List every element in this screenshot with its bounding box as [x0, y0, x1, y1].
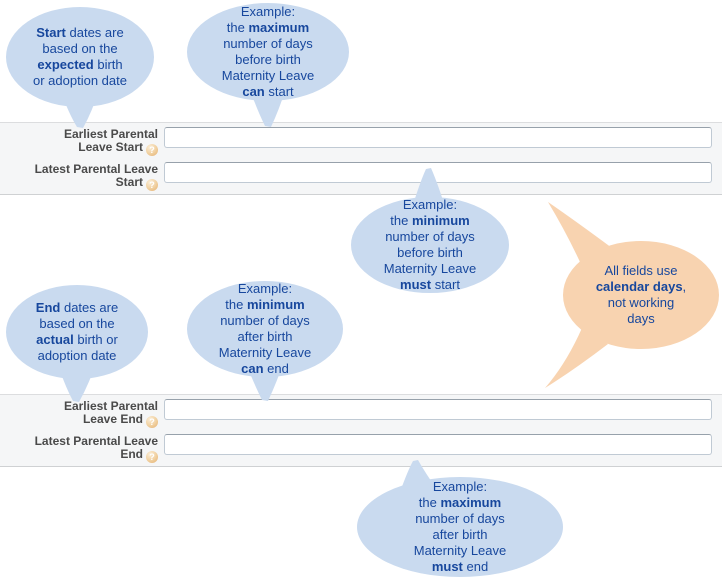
- speech-bubble-shape: [6, 7, 154, 128]
- label-line: Latest Parental Leave: [34, 162, 158, 176]
- label-line: End: [120, 447, 143, 461]
- speech-bubble-shape: [351, 168, 509, 293]
- parental-leave-start-section: Earliest Parental Leave Start? Latest Pa…: [0, 122, 722, 195]
- help-icon[interactable]: ?: [146, 179, 158, 191]
- label-line: Earliest Parental: [63, 127, 158, 141]
- help-icon[interactable]: ?: [146, 416, 158, 428]
- label-line: Leave Start: [78, 140, 143, 154]
- label-line: Start: [115, 175, 143, 189]
- speech-bubble-shape: [187, 281, 343, 401]
- earliest-parental-leave-start-input[interactable]: [164, 127, 712, 148]
- speech-bubble-shape: [357, 460, 563, 577]
- earliest-parental-leave-end-label: Earliest Parental Leave End?: [0, 400, 158, 428]
- help-icon[interactable]: ?: [146, 451, 158, 463]
- label-line: Latest Parental Leave: [34, 434, 158, 448]
- speech-bubble-shape: [6, 285, 148, 402]
- latest-parental-leave-start-input[interactable]: [164, 162, 712, 183]
- label-line: Earliest Parental: [63, 399, 158, 413]
- label-line: Leave End: [82, 412, 143, 426]
- earliest-parental-leave-start-label: Earliest Parental Leave Start?: [0, 128, 158, 156]
- help-icon[interactable]: ?: [146, 144, 158, 156]
- latest-parental-leave-end-label: Latest Parental Leave End?: [0, 435, 158, 463]
- speech-bubble-shape: [187, 3, 349, 127]
- form-row-earliest-parental-leave-start: Earliest Parental Leave Start?: [0, 123, 722, 158]
- latest-parental-leave-start-label: Latest Parental Leave Start?: [0, 163, 158, 191]
- form-row-earliest-parental-leave-end: Earliest Parental Leave End?: [0, 395, 722, 430]
- speech-bubble-shape: [545, 202, 719, 388]
- earliest-parental-leave-end-input[interactable]: [164, 399, 712, 420]
- form-row-latest-parental-leave-start: Latest Parental Leave Start?: [0, 158, 722, 193]
- form-row-latest-parental-leave-end: Latest Parental Leave End?: [0, 430, 722, 465]
- parental-leave-end-section: Earliest Parental Leave End? Latest Pare…: [0, 394, 722, 467]
- latest-parental-leave-end-input[interactable]: [164, 434, 712, 455]
